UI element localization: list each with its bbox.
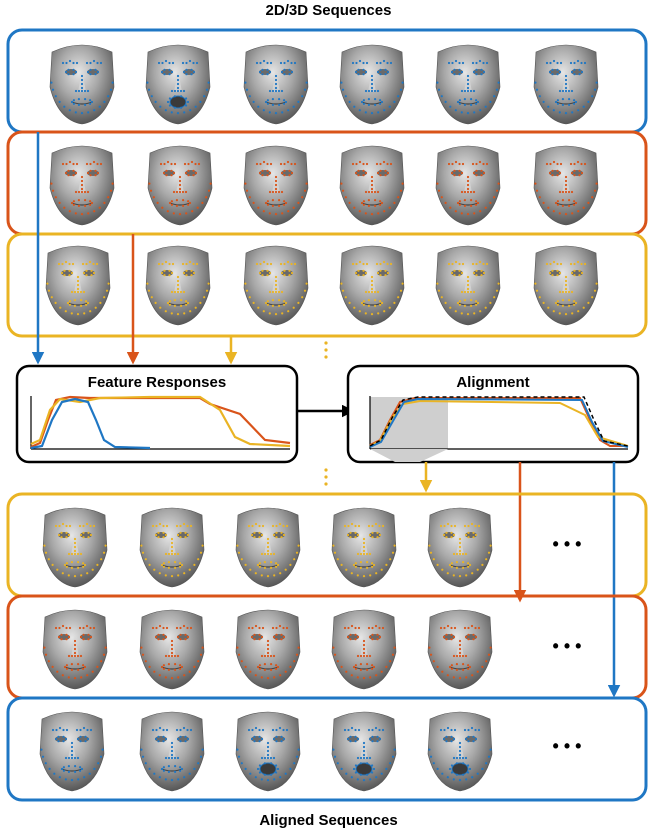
face-mesh xyxy=(49,44,115,125)
face-mesh xyxy=(243,44,309,125)
face-mesh xyxy=(427,711,493,792)
top-title: 2D/3D Sequences xyxy=(265,2,392,19)
face-mesh xyxy=(533,145,599,226)
face-mesh xyxy=(339,44,405,125)
face-mesh xyxy=(139,507,205,588)
more-sequences-dots xyxy=(324,341,328,486)
face-mesh xyxy=(427,609,493,690)
face-mesh xyxy=(139,711,205,792)
feature-curve-yellow xyxy=(30,395,291,448)
bottom-title: Aligned Sequences xyxy=(259,812,398,829)
face-mesh xyxy=(235,609,301,690)
face-mesh xyxy=(435,245,501,326)
face-mesh xyxy=(339,245,405,326)
aligned-curve-yellow xyxy=(369,399,629,447)
ellipsis-yellow: • • • xyxy=(553,534,582,554)
face-mesh xyxy=(42,609,108,690)
aligned-box-blue xyxy=(6,696,648,802)
face-mesh xyxy=(145,245,211,326)
face-mesh xyxy=(243,145,309,226)
face-mesh xyxy=(243,245,309,326)
face-mesh xyxy=(235,711,301,792)
alignment-title: Alignment xyxy=(456,374,529,391)
face-mesh xyxy=(435,145,501,226)
face-mesh xyxy=(147,145,213,226)
feature-curve-blue xyxy=(30,397,151,450)
face-mesh xyxy=(331,507,397,588)
face-mesh xyxy=(533,245,599,326)
face-mesh xyxy=(39,711,105,792)
aligned-curve-blue xyxy=(369,397,629,448)
face-mesh xyxy=(339,145,405,226)
ellipsis-orange: • • • xyxy=(553,636,582,656)
face-mesh xyxy=(331,711,397,792)
face-mesh xyxy=(145,44,211,125)
face-mesh xyxy=(435,44,501,125)
face-mesh xyxy=(139,609,205,690)
face-mesh xyxy=(45,245,111,326)
sequence-box-yellow xyxy=(6,232,648,338)
features-box xyxy=(15,364,299,464)
ellipsis-blue: • • • xyxy=(553,736,582,756)
face-mesh xyxy=(331,609,397,690)
faces-layer xyxy=(39,44,599,792)
features-title: Feature Responses xyxy=(88,374,226,391)
feature-curve-orange xyxy=(30,395,291,449)
face-mesh xyxy=(427,507,493,588)
aligned-curve-mean xyxy=(369,396,629,447)
alignment-projection xyxy=(370,449,448,462)
face-mesh xyxy=(49,145,115,226)
face-mesh xyxy=(533,44,599,125)
face-mesh xyxy=(42,507,108,588)
face-mesh xyxy=(235,507,301,588)
